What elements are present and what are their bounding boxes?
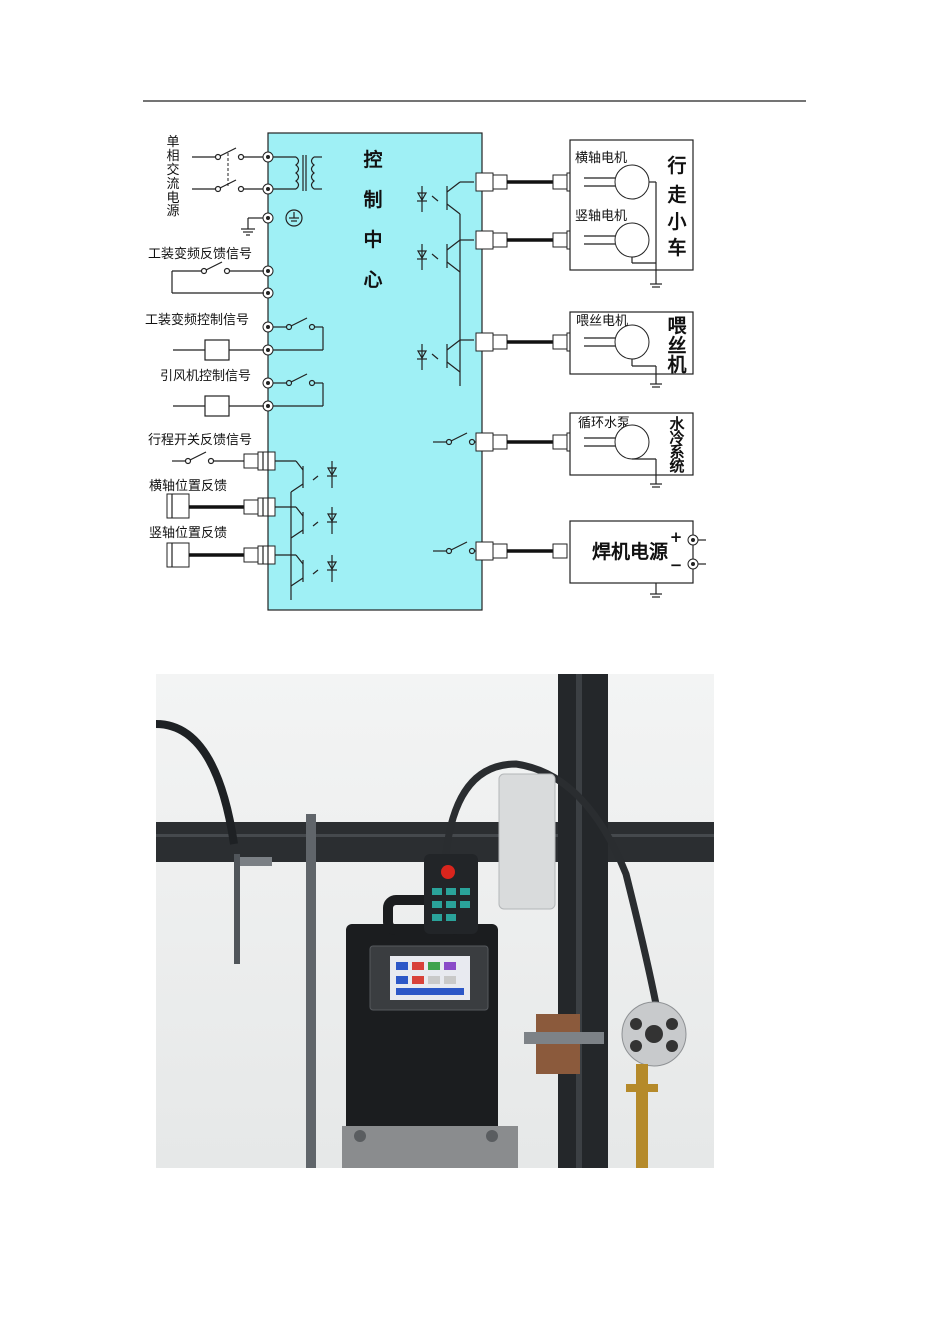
feeder-char-2: 丝 — [667, 334, 686, 357]
center-char-3: 中 — [363, 228, 382, 251]
transformer-icon — [273, 155, 322, 191]
carriage-char-3: 小 — [667, 211, 686, 233]
carriage-unit: 横轴电机 竖轴电机 行 走 小 车 — [569, 139, 694, 288]
power-label-2: 相 — [166, 149, 179, 164]
carriage-char-2: 走 — [667, 184, 686, 206]
equipment-photo — [156, 674, 714, 1168]
center-char-1: 控 — [363, 148, 382, 171]
input-optocouplers — [275, 460, 338, 600]
carriage-char-1: 行 — [666, 154, 686, 177]
welder-power-unit: 焊机电源 + − — [569, 520, 706, 598]
plus-sign: + — [670, 528, 683, 546]
output-cables — [475, 172, 585, 561]
cooling-char-3: 系 — [669, 443, 684, 461]
fixture-control-label: 工装变频控制信号 — [145, 312, 249, 328]
minus-sign: − — [670, 556, 683, 574]
control-wiring-diagram: 控 制 中 心 单 相 交 流 电 源 — [143, 100, 806, 611]
feeder-char-1: 喂 — [667, 315, 687, 337]
power-label-5: 电 — [166, 191, 179, 206]
welder-label: 焊机电源 — [592, 540, 668, 563]
ground-icon — [285, 209, 303, 227]
h-position-input: 横轴位置反馈 — [149, 479, 276, 519]
cooling-unit: 循环水泵 水 冷 系 统 — [569, 412, 694, 488]
left-terminals — [262, 151, 274, 412]
v-position-label: 竖轴位置反馈 — [149, 526, 227, 541]
feeder-char-3: 机 — [667, 354, 686, 376]
v-position-input: 竖轴位置反馈 — [149, 526, 276, 568]
travel-switch-input: 行程开关反馈信号 — [148, 433, 276, 471]
fan-control-label: 引风机控制信号 — [160, 369, 251, 384]
vertical-rail — [558, 674, 608, 1168]
h-position-label: 横轴位置反馈 — [149, 479, 227, 494]
cooling-char-1: 水 — [669, 415, 685, 433]
power-input: 单 相 交 流 电 源 — [166, 135, 264, 236]
fixture-control-input: 工装变频控制信号 — [145, 312, 324, 361]
wire-motor-label: 喂丝电机 — [576, 314, 628, 329]
power-label-1: 单 — [166, 135, 179, 150]
center-char-2: 制 — [363, 188, 382, 211]
carriage-char-4: 车 — [667, 236, 686, 259]
v-motor-label: 竖轴电机 — [575, 209, 627, 224]
welding-torch — [636, 1064, 648, 1168]
cooling-char-4: 统 — [669, 457, 684, 475]
output-drivers — [416, 181, 478, 555]
fan-control-input: 引风机控制信号 — [160, 369, 324, 417]
power-label-4: 流 — [166, 177, 179, 192]
fixture-feedback-input: 工装变频反馈信号 — [148, 246, 264, 294]
control-center-box — [267, 132, 483, 611]
power-label-3: 交 — [166, 162, 179, 178]
h-motor-label: 横轴电机 — [575, 151, 627, 166]
center-char-4: 心 — [363, 269, 382, 291]
wire-feeder-unit: 喂丝电机 喂 丝 机 — [569, 311, 694, 388]
power-label-6: 源 — [166, 204, 179, 219]
pump-label: 循环水泵 — [578, 416, 630, 431]
junction-box — [498, 773, 556, 910]
fixture-feedback-label: 工装变频反馈信号 — [148, 246, 252, 262]
travel-switch-label: 行程开关反馈信号 — [148, 433, 252, 448]
cooling-char-2: 冷 — [669, 429, 684, 447]
